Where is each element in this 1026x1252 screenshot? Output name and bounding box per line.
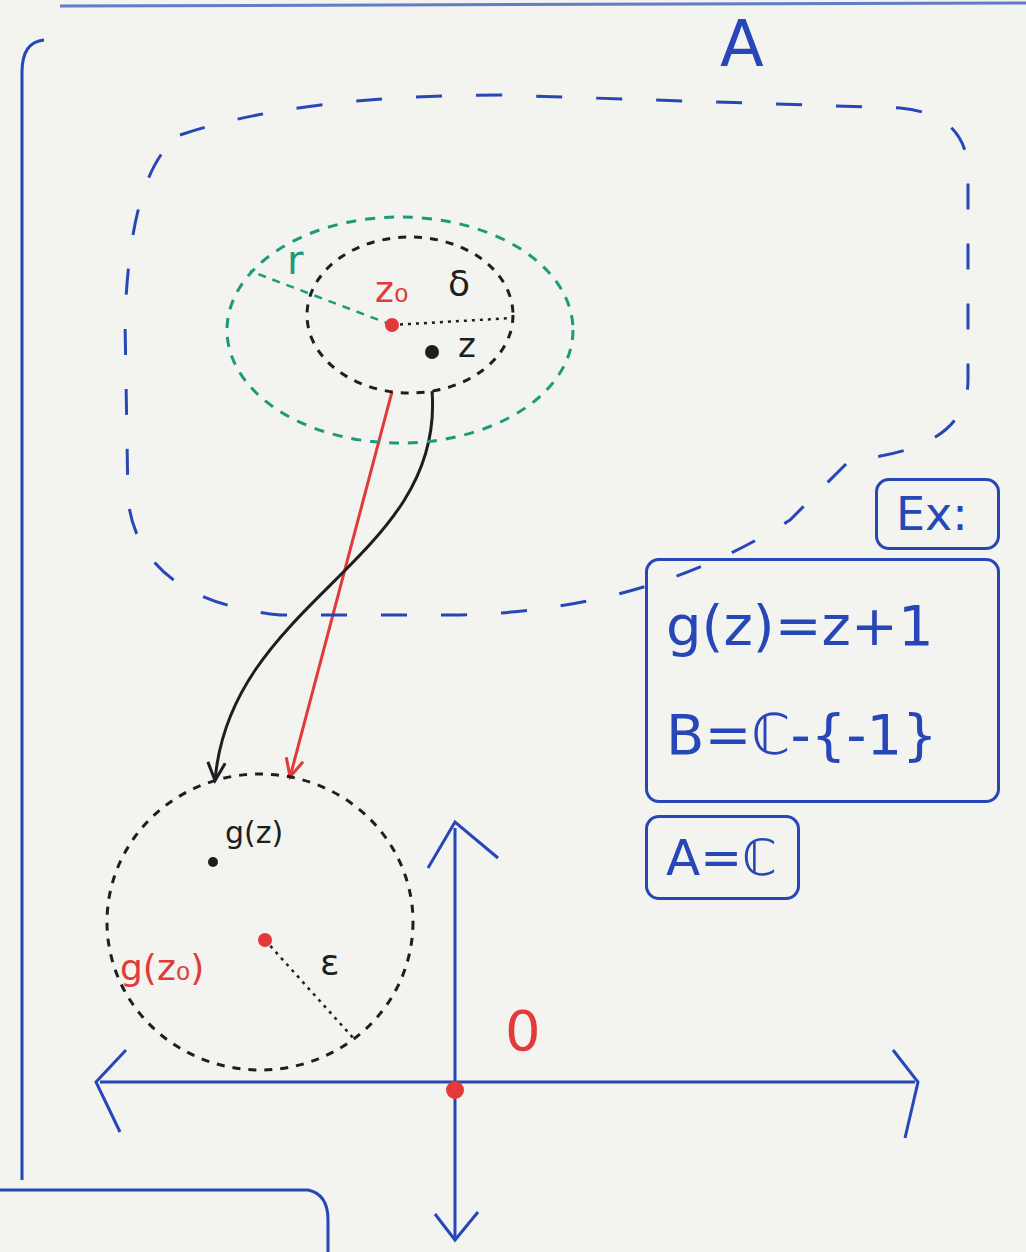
frame-line (22, 40, 44, 1180)
example-tag: Ex: (875, 478, 1000, 550)
arrow-head (208, 762, 225, 781)
example-text: B=ℂ-{-1} (666, 707, 979, 763)
dashed-circle (227, 217, 573, 443)
radius-line (250, 271, 392, 325)
example-box: g(z)=z+1B=ℂ-{-1} (645, 558, 1000, 803)
axis-arrow (435, 1212, 478, 1240)
epsilon-disk: g(z) g(z₀) ε (105, 772, 415, 1072)
axis-line (100, 1081, 915, 1084)
image-label: g(z) (225, 818, 283, 848)
arrow-line (215, 391, 433, 780)
point-dot (385, 318, 399, 332)
outline (105, 772, 415, 1072)
arrow-connector (286, 392, 392, 777)
radius-disk: r z₀ δz (225, 215, 575, 445)
dashed-circle (107, 774, 413, 1070)
radius-label: r (287, 240, 303, 280)
example-text: Ex: (896, 491, 979, 537)
frame-line (0, 1190, 328, 1252)
point-label: z (458, 328, 476, 362)
arrow-head (286, 757, 303, 777)
dashed-circle (307, 237, 513, 393)
set-label: A (720, 12, 764, 76)
outline (305, 235, 515, 395)
dashed-region (125, 95, 968, 615)
delta-label: δ (448, 266, 470, 302)
point-dot (208, 857, 218, 867)
outline (125, 95, 970, 615)
axis-arrow (893, 1050, 918, 1138)
outline (225, 215, 575, 445)
delta-disk: z₀ δz (305, 235, 515, 395)
radius-line (392, 318, 512, 325)
epsilon-label: ε (320, 945, 339, 981)
point-dot (425, 345, 439, 359)
image-label: g(z₀) (120, 950, 204, 986)
axis-line (454, 828, 457, 1238)
example-box: A=ℂ (645, 815, 800, 900)
arrow-line (290, 392, 392, 777)
example-text: A=ℂ (666, 833, 779, 883)
point-dot (258, 933, 272, 947)
point-label: z₀ (375, 272, 408, 308)
set-region: Arz₀δz (125, 95, 970, 615)
arrow-connector (208, 391, 433, 780)
example-text: g(z)=z+1 (666, 598, 979, 654)
radius-line (265, 940, 355, 1040)
origin-label: 0 (505, 1003, 541, 1059)
origin-dot (446, 1081, 464, 1099)
axis-arrow (428, 822, 498, 868)
frame-line (60, 3, 1026, 6)
axis-arrow (96, 1050, 126, 1132)
